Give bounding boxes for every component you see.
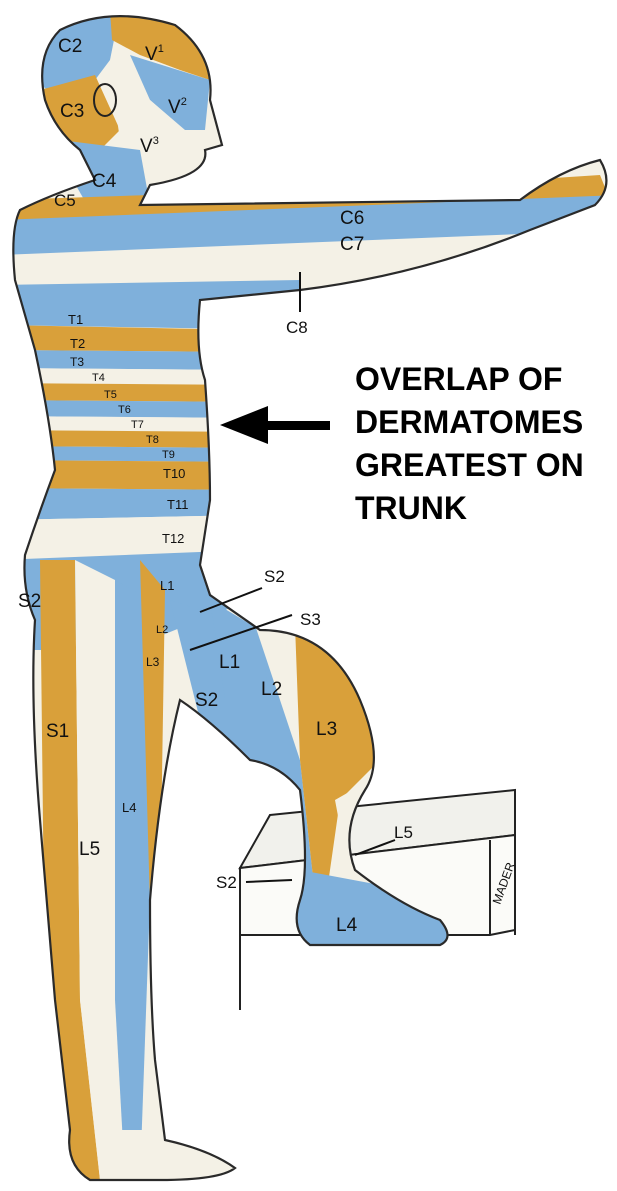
label-l2-trunk: L2	[156, 624, 168, 636]
label-c2: C2	[58, 36, 82, 57]
band-t5	[0, 383, 250, 402]
callout-line-3: GREATEST ON	[355, 444, 584, 487]
label-c4: C4	[92, 171, 117, 192]
label-l3-thigh: L3	[316, 719, 337, 740]
label-s2-calf: S2	[216, 873, 237, 892]
label-s2-hip: S2	[18, 591, 41, 612]
label-t8: T8	[146, 434, 159, 446]
label-t9: T9	[162, 449, 175, 461]
label-s1-leg: S1	[46, 721, 69, 742]
label-s3-groin: S3	[300, 610, 321, 629]
band-t7	[0, 416, 250, 432]
label-l2-thigh: L2	[261, 679, 282, 700]
callout-line-2: DERMATOMES	[355, 401, 584, 444]
label-t5: T5	[104, 389, 117, 401]
band-t4	[0, 368, 250, 385]
label-l4-foot: L4	[336, 915, 358, 936]
label-t12: T12	[162, 531, 184, 546]
callout-line-4: TRUNK	[355, 487, 584, 530]
label-c7: C7	[340, 234, 364, 255]
label-c8: C8	[286, 318, 308, 337]
label-t6: T6	[118, 404, 131, 416]
label-l5-leg: L5	[79, 839, 100, 860]
callout-arrow	[220, 406, 330, 444]
label-c3: C3	[60, 101, 84, 122]
label-t10: T10	[163, 466, 185, 481]
label-s2-thigh: S2	[195, 690, 218, 711]
label-t1: T1	[68, 312, 83, 327]
label-s2-groin: S2	[264, 567, 285, 586]
band-t1	[0, 280, 300, 330]
band-t12	[0, 515, 250, 560]
label-l1-thigh: L1	[219, 652, 240, 673]
label-t7: T7	[131, 419, 144, 431]
label-l4-leg: L4	[122, 800, 136, 815]
overlap-callout: OVERLAP OF DERMATOMES GREATEST ON TRUNK	[355, 358, 584, 530]
label-t4: T4	[92, 372, 105, 384]
label-t3: T3	[70, 355, 84, 369]
label-c5: C5	[54, 191, 76, 210]
band-t9	[0, 446, 250, 462]
label-l5-foot: L5	[394, 823, 413, 842]
label-t2: T2	[70, 336, 85, 351]
band-t10	[0, 460, 250, 490]
label-t11: T11	[167, 497, 188, 512]
label-l1-trunk: L1	[160, 578, 174, 593]
band-t2	[0, 325, 250, 352]
label-l3-trunk: L3	[146, 655, 160, 669]
callout-line-1: OVERLAP OF	[355, 358, 584, 401]
band-t8	[0, 430, 250, 448]
label-c6: C6	[340, 208, 364, 229]
